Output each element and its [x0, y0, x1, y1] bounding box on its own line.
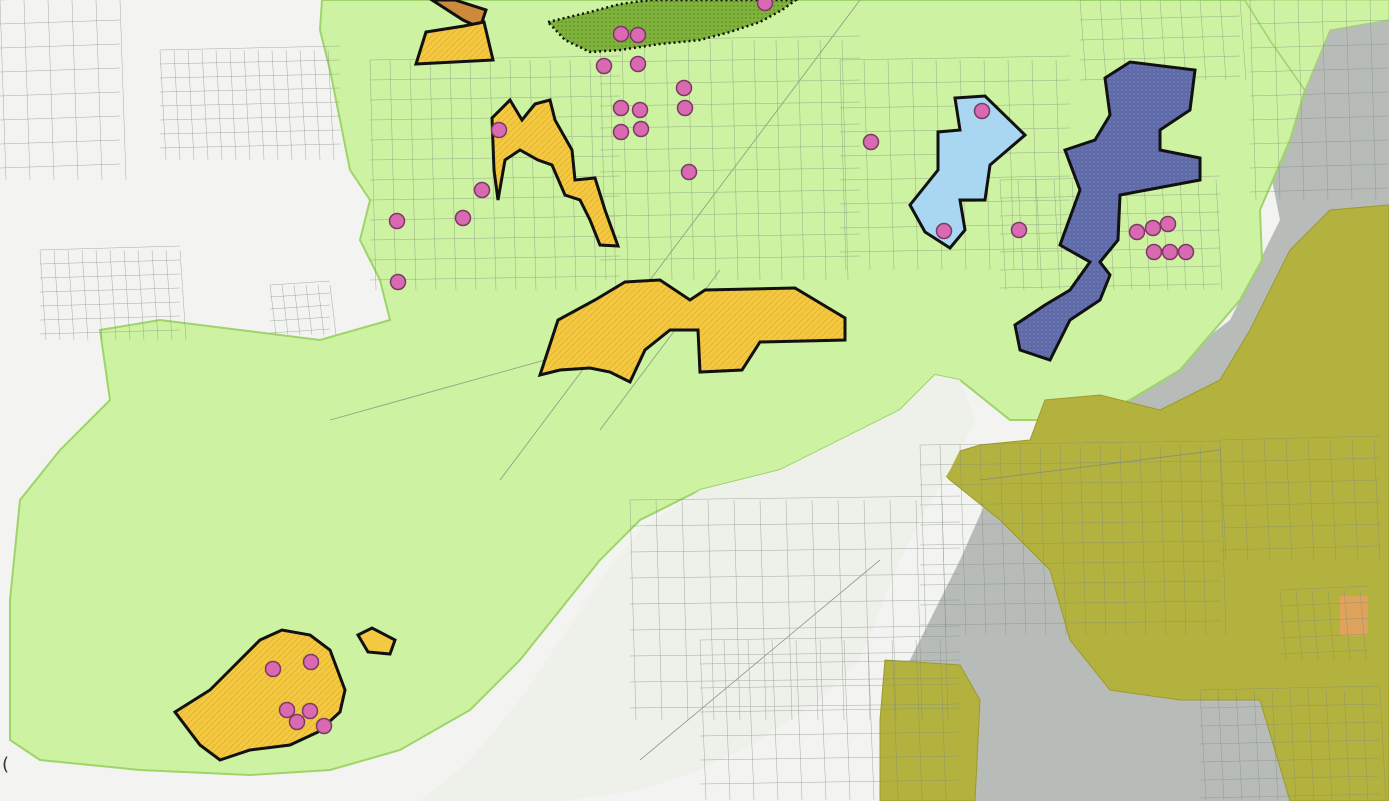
- site-point[interactable]: [1010, 221, 1028, 239]
- site-point[interactable]: [301, 702, 319, 720]
- protected-area-yellow-central[interactable]: [537, 278, 847, 385]
- site-point[interactable]: [1144, 219, 1162, 237]
- site-point[interactable]: [1161, 243, 1179, 261]
- site-point[interactable]: [629, 55, 647, 73]
- site-point[interactable]: [676, 99, 694, 117]
- site-point[interactable]: [631, 101, 649, 119]
- site-point[interactable]: [632, 120, 650, 138]
- site-point[interactable]: [935, 222, 953, 240]
- open-land-band: [420, 375, 975, 801]
- site-point[interactable]: [454, 209, 472, 227]
- site-point[interactable]: [680, 163, 698, 181]
- site-point[interactable]: [973, 102, 991, 120]
- site-point[interactable]: [612, 25, 630, 43]
- site-point[interactable]: [302, 653, 320, 671]
- district-extension: [1244, 0, 1389, 92]
- site-point[interactable]: [473, 181, 491, 199]
- protected-area-dotted-green[interactable]: [545, 0, 799, 54]
- site-point[interactable]: [862, 133, 880, 151]
- site-point[interactable]: [278, 701, 296, 719]
- protected-area-yellow-top[interactable]: [413, 20, 495, 66]
- site-point[interactable]: [389, 273, 407, 291]
- site-point[interactable]: [315, 717, 333, 735]
- protected-area-navy[interactable]: [1013, 60, 1202, 362]
- site-point[interactable]: [675, 79, 693, 97]
- site-point[interactable]: [1145, 243, 1163, 261]
- left-edge-glyph: (: [2, 754, 10, 775]
- olive-patch-lower: [879, 659, 981, 801]
- site-point[interactable]: [1177, 243, 1195, 261]
- protected-area-yellow-small[interactable]: [355, 626, 397, 656]
- site-point[interactable]: [595, 57, 613, 75]
- site-point[interactable]: [612, 123, 630, 141]
- protected-area-light-blue[interactable]: [908, 94, 1028, 250]
- site-point[interactable]: [1128, 223, 1146, 241]
- site-point[interactable]: [756, 0, 774, 12]
- site-point[interactable]: [288, 713, 306, 731]
- protected-area-brown[interactable]: [429, 0, 488, 31]
- site-point[interactable]: [612, 99, 630, 117]
- site-point[interactable]: [490, 121, 508, 139]
- site-point[interactable]: [629, 26, 647, 44]
- site-point[interactable]: [1159, 215, 1177, 233]
- protected-area-yellow-north[interactable]: [490, 97, 621, 248]
- orange-patch: [1340, 596, 1368, 636]
- site-point[interactable]: [264, 660, 282, 678]
- site-point[interactable]: [388, 212, 406, 230]
- site-points[interactable]: [264, 0, 1195, 735]
